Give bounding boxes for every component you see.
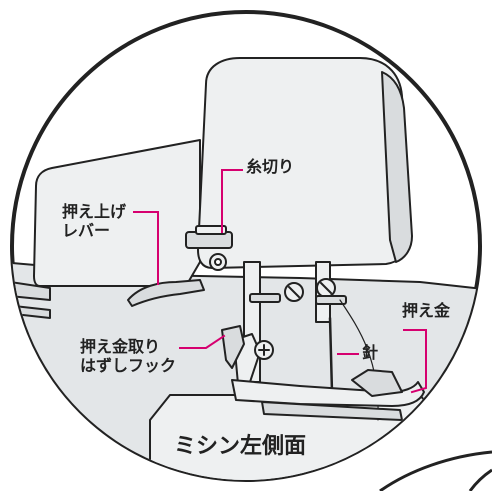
corner-arc-2	[468, 468, 492, 491]
needle-clamp	[249, 293, 281, 303]
label-needle: 針	[362, 343, 379, 362]
screw-left-inner	[214, 258, 222, 266]
leader-hook	[179, 334, 226, 349]
hook-arm	[221, 325, 245, 369]
diagram-caption: ミシン左側面	[174, 434, 307, 459]
thread-cutter-blade	[195, 225, 227, 235]
label-presser-lever-line2: レバー	[62, 221, 111, 240]
label-presser-foot: 押え金	[402, 301, 451, 320]
head-side	[381, 71, 413, 263]
presser-foot-sole	[261, 401, 403, 421]
needle-clamp-2	[315, 295, 347, 305]
needle	[328, 316, 334, 394]
foot-toe	[351, 369, 403, 397]
label-presser-lever-line1: 押え上げ	[62, 202, 127, 221]
label-foot-hook-line1: 押え金取り	[80, 337, 161, 356]
screw-right-slot	[320, 282, 332, 294]
corner-arc	[379, 450, 492, 491]
label-thread-cutter: 糸切り	[246, 157, 295, 176]
presser-lever	[127, 279, 205, 307]
screw-mid-slot	[288, 286, 300, 298]
leader-presser-foot	[403, 329, 427, 394]
label-foot-hook-line2: はずしフック	[80, 356, 177, 375]
leader-thread-cutter	[221, 169, 243, 233]
leader-presser-lever	[133, 211, 159, 285]
